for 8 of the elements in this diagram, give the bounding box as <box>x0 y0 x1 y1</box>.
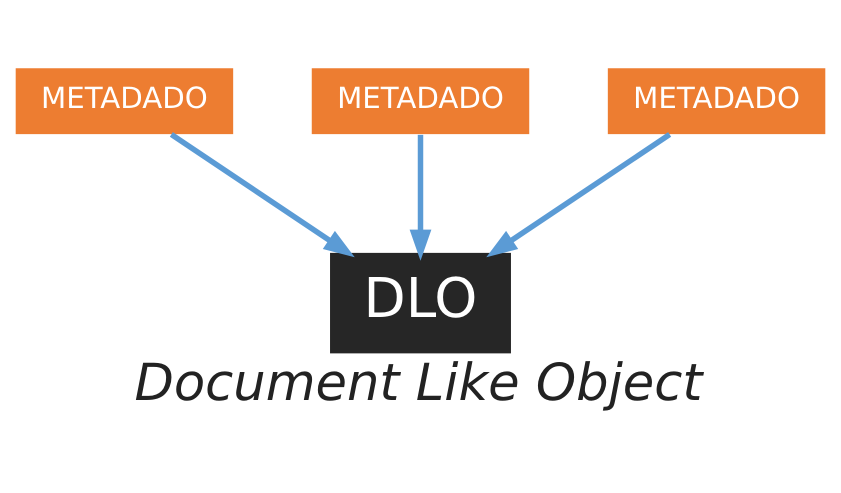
arrow <box>486 132 672 258</box>
node-box: METADADO <box>312 68 530 134</box>
node-box: METADADO <box>608 68 826 134</box>
node-box: DLO <box>330 252 511 354</box>
arrow <box>410 134 432 261</box>
arrow <box>170 132 355 258</box>
caption: Document Like Object <box>134 354 702 413</box>
node-box: METADADO <box>16 68 234 134</box>
